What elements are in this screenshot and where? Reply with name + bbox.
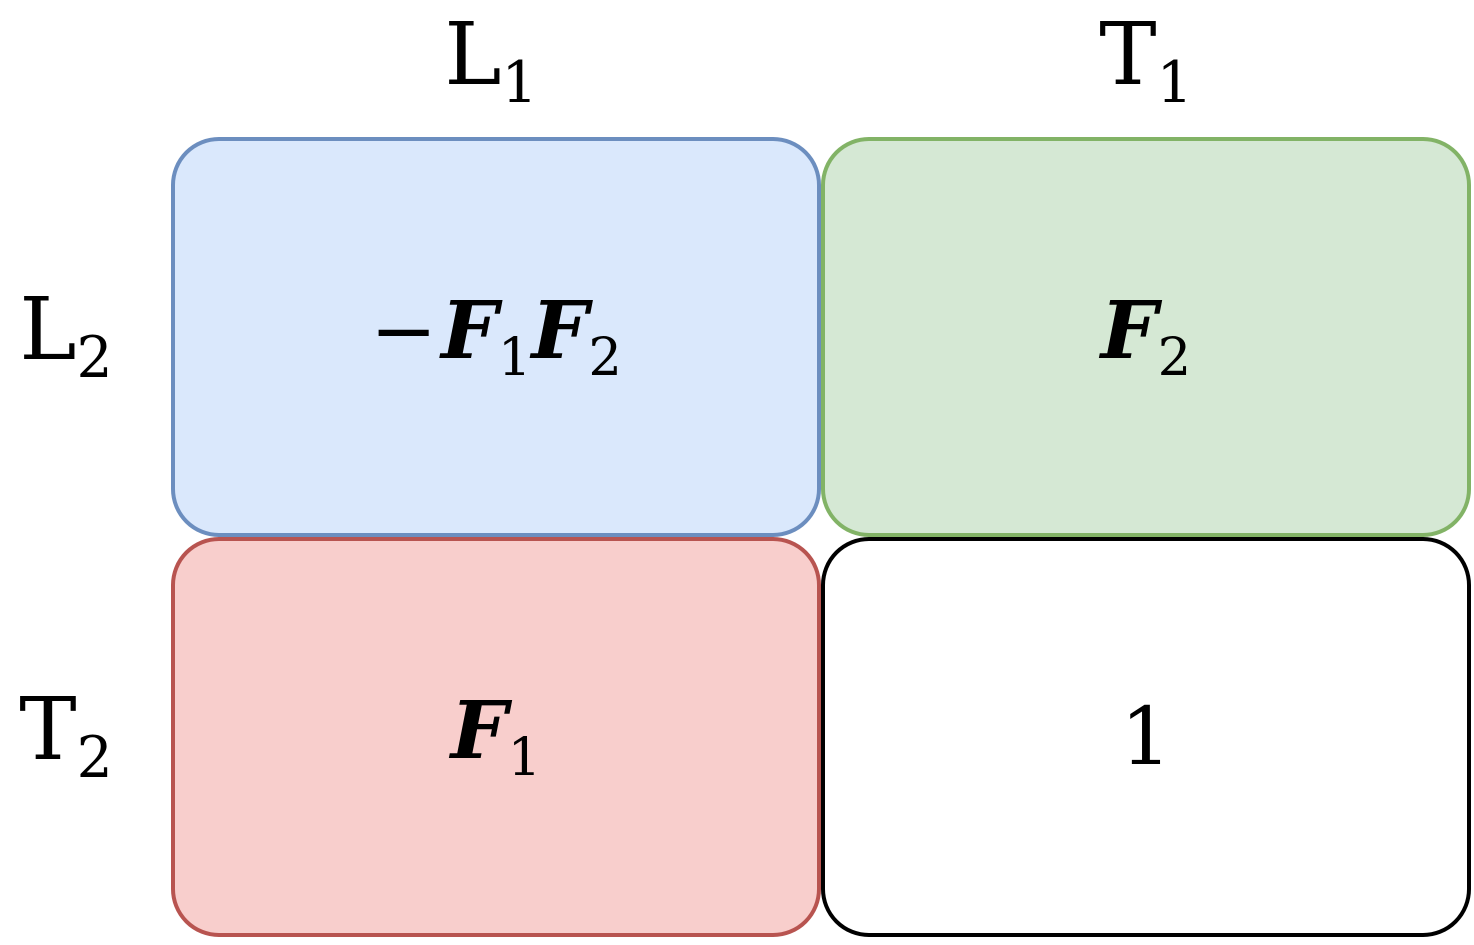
f1-symbol: F: [441, 282, 498, 377]
one-value: 1: [1120, 690, 1172, 783]
cell-t2-l1-expression: F1: [451, 690, 541, 785]
f2-subscript: 2: [1157, 326, 1192, 388]
row-header-l2: L2: [19, 287, 112, 387]
column-header-t1: T1: [1099, 12, 1192, 112]
minus-sign: −: [370, 283, 438, 377]
cell-t2-l1: F1: [171, 537, 821, 937]
cell-l2-t1-expression: F2: [1101, 290, 1191, 385]
column-header-t1-base: T: [1099, 5, 1157, 106]
row-header-t2-sub: 2: [76, 725, 113, 792]
cell-t2-t1-expression: 1: [1121, 697, 1172, 777]
f2-symbol: F: [531, 282, 589, 377]
f2-subscript: 2: [588, 326, 622, 388]
column-header-t1-sub: 1: [1156, 50, 1193, 117]
cell-t2-t1: 1: [821, 537, 1471, 937]
column-header-l1: L1: [444, 12, 537, 112]
cell-l2-t1: F2: [821, 137, 1471, 537]
f1-subscript: 1: [507, 726, 542, 788]
cell-l2-l1-expression: −F1F2: [370, 290, 622, 385]
f2-symbol: F: [1100, 282, 1158, 377]
f1-symbol: F: [450, 682, 508, 777]
f1-subscript: 1: [497, 326, 532, 388]
row-header-l2-sub: 2: [76, 325, 113, 392]
row-header-l2-base: L: [19, 280, 77, 381]
cell-l2-l1: −F1F2: [171, 137, 821, 537]
column-header-l1-sub: 1: [501, 50, 538, 117]
row-header-t2-base: T: [19, 680, 77, 781]
row-header-t2: T2: [19, 687, 112, 787]
column-header-l1-base: L: [444, 5, 502, 106]
